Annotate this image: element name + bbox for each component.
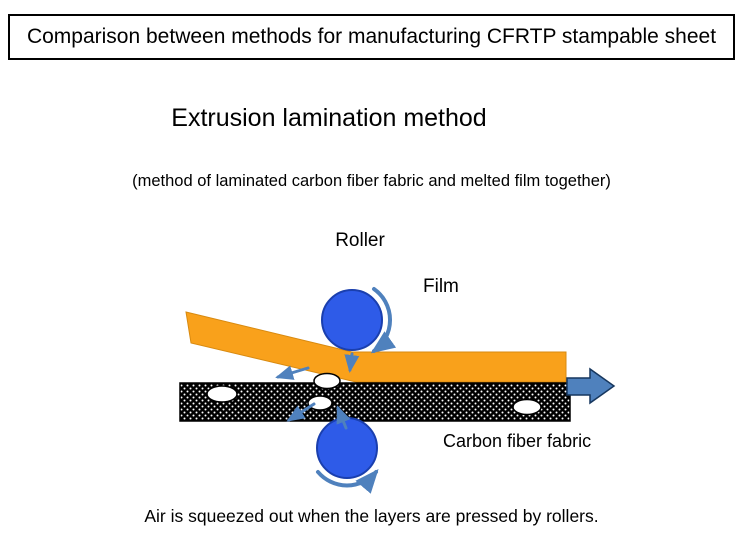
squeeze-out-arrow-icon (275, 365, 310, 380)
flow-arrow-icon (566, 367, 616, 405)
film-band (185, 311, 567, 383)
fabric-label: Carbon fiber fabric (443, 431, 592, 451)
air-bubble (313, 372, 341, 390)
squeeze-out-arrow-icon (286, 402, 316, 422)
method-subtitle: (method of laminated carbon fiber fabric… (132, 172, 611, 190)
air-bubble (512, 398, 542, 416)
press-down-arrow-icon (344, 352, 360, 373)
method-heading: Extrusion lamination method (171, 104, 487, 132)
air-bubble (206, 385, 238, 403)
film-label: Film (423, 276, 459, 297)
page-title: Comparison between methods for manufactu… (26, 25, 717, 48)
title-box: Comparison between methods for manufactu… (8, 14, 735, 60)
air-bubble (307, 395, 333, 411)
press-up-arrow-icon (336, 405, 351, 430)
roller-label: Roller (335, 230, 385, 251)
carbon-fiber-fabric-band (179, 382, 571, 422)
rotation-arrow-icon (370, 287, 397, 354)
caption: Air is squeezed out when the layers are … (144, 506, 599, 526)
top-roller (321, 289, 383, 351)
rotation-arrow-icon (316, 468, 379, 494)
